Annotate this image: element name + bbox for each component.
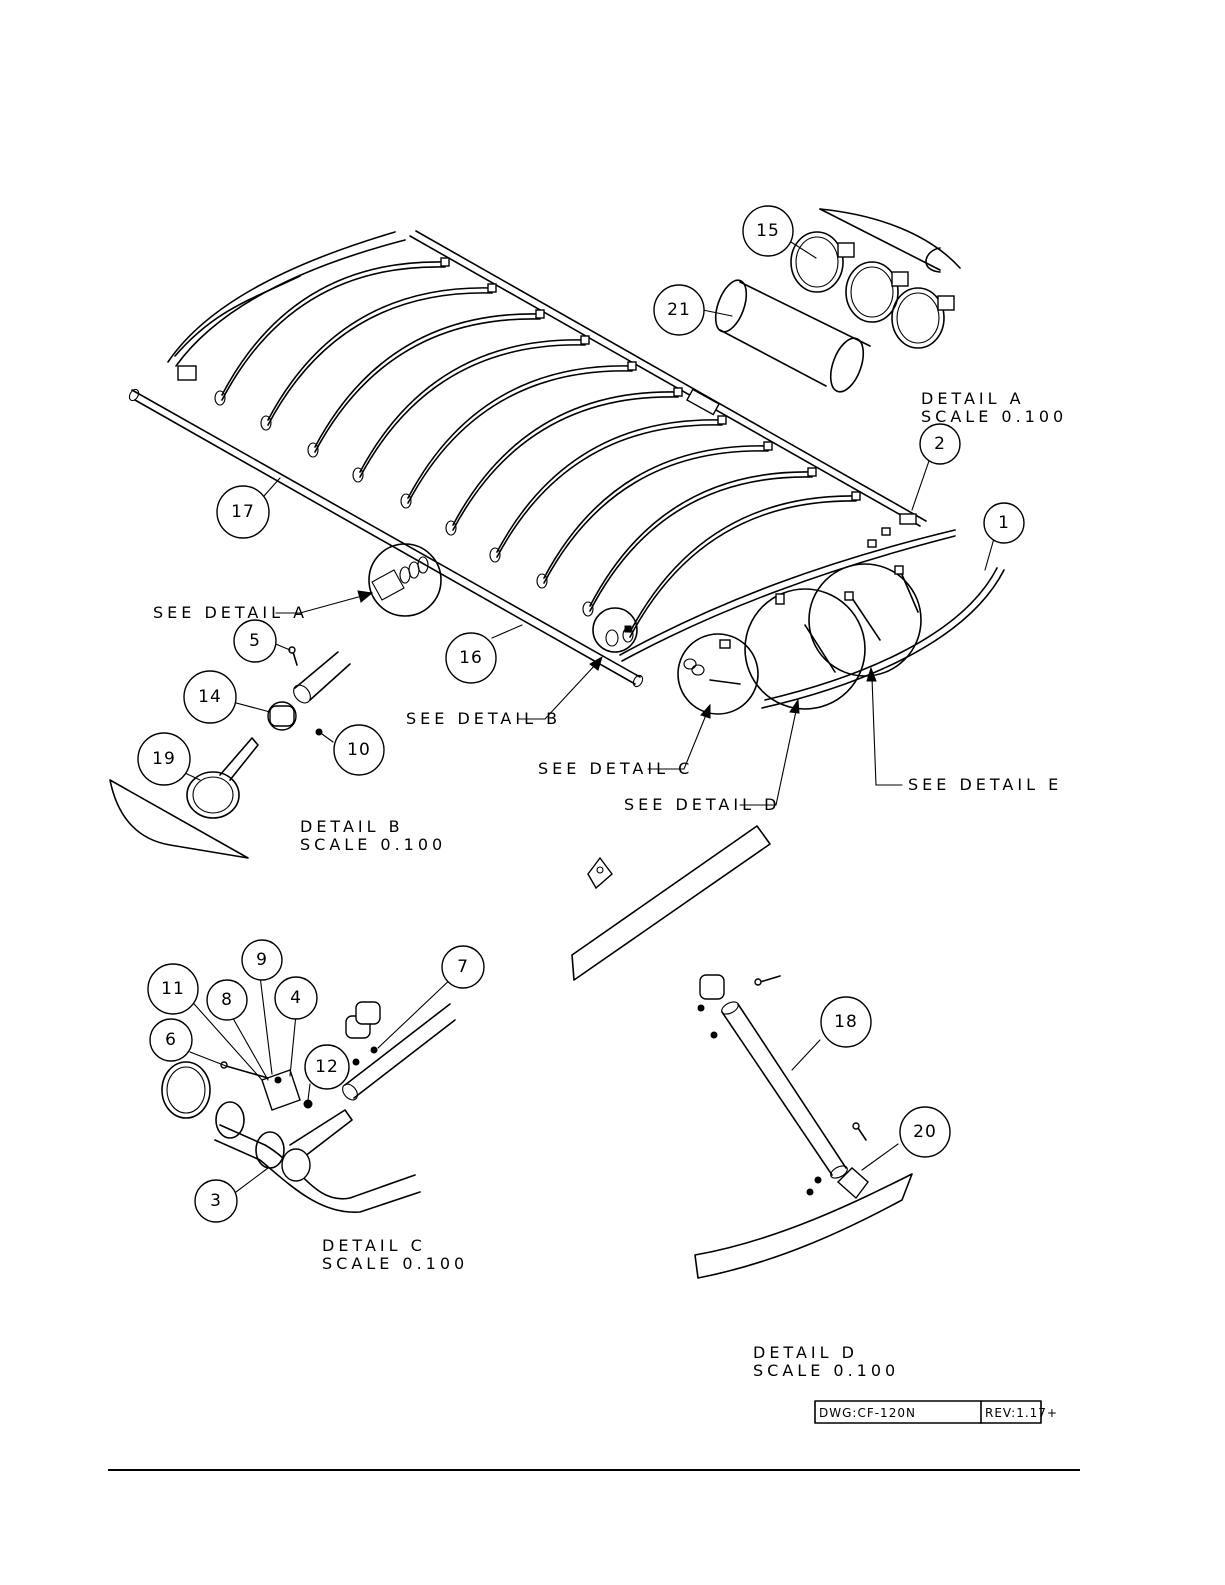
detail-d-title: DETAIL D [753, 1343, 858, 1362]
detail-b-scale: SCALE 0.100 [300, 835, 446, 854]
rib-bow [222, 267, 445, 400]
rib-bow [453, 397, 678, 530]
rib-bow [222, 262, 445, 395]
detail-labels: DETAIL A SCALE 0.100 DETAIL B SCALE 0.10… [300, 389, 1067, 1380]
balloon-15: 15 [743, 206, 793, 256]
rib-fitting [764, 442, 772, 450]
rib-bow [590, 472, 812, 606]
detail-d-scale: SCALE 0.100 [753, 1361, 899, 1380]
detail-c-title: DETAIL C [322, 1236, 426, 1255]
balloon-7: 7 [442, 946, 484, 988]
rib-bow [315, 319, 540, 452]
balloon-5: 5 [234, 620, 276, 662]
detail-circle-c [678, 634, 758, 714]
balloon-8: 8 [207, 980, 247, 1020]
detail-a-scale: SCALE 0.100 [921, 407, 1067, 426]
balloon-3: 3 [195, 1180, 237, 1222]
detail-circle-a [369, 544, 441, 616]
rib-fitting [852, 492, 860, 500]
balloon-18: 18 [821, 997, 871, 1047]
rib-bow [544, 446, 768, 578]
rib-bow [268, 288, 492, 420]
see-detail-b: SEE DETAIL B [406, 709, 561, 728]
balloon-6: 6 [150, 1019, 192, 1061]
svg-text:11: 11 [161, 979, 185, 999]
see-detail-c: SEE DETAIL C [538, 759, 693, 778]
balloon-19: 19 [138, 733, 190, 785]
rib-bow [408, 366, 632, 498]
rib-bow [408, 371, 632, 503]
rib-bow [497, 420, 722, 552]
detail-circle-b [593, 608, 637, 652]
svg-text:2: 2 [934, 434, 946, 454]
balloon-14: 14 [184, 671, 236, 723]
rib-fitting [628, 362, 636, 370]
balloon-21: 21 [654, 285, 704, 335]
leader-arrowheads [358, 591, 876, 718]
balloon-16: 16 [446, 633, 496, 683]
balloon-4: 4 [275, 977, 317, 1019]
rib-bow [453, 392, 678, 525]
detail-circle-d [745, 589, 865, 709]
rib-bow [315, 314, 540, 447]
svg-text:12: 12 [315, 1057, 339, 1077]
rib-fitting [674, 388, 682, 396]
see-detail-d: SEE DETAIL D [624, 795, 780, 814]
svg-text:21: 21 [667, 300, 691, 320]
balloon-20: 20 [900, 1107, 950, 1157]
rib-bow [360, 345, 585, 477]
balloon-11: 11 [148, 964, 198, 1014]
detail-circle-e [809, 564, 921, 676]
rib-fitting [581, 336, 589, 344]
revision: REV:1.17+ [985, 1406, 1058, 1420]
rib-fitting [536, 310, 544, 318]
rib-bow [268, 293, 492, 425]
detail-c-scale: SCALE 0.100 [322, 1254, 468, 1273]
rib-fitting [808, 468, 816, 476]
rib-fitting [488, 284, 496, 292]
svg-text:9: 9 [256, 950, 268, 970]
svg-text:16: 16 [459, 648, 483, 668]
rib-fitting [718, 416, 726, 424]
svg-text:10: 10 [347, 740, 371, 760]
svg-text:19: 19 [152, 749, 176, 769]
svg-text:14: 14 [198, 687, 222, 707]
detail-d-parts [572, 826, 912, 1278]
svg-text:7: 7 [457, 957, 469, 977]
detail-c-parts [162, 1002, 455, 1212]
svg-text:3: 3 [210, 1191, 222, 1211]
svg-text:20: 20 [913, 1122, 937, 1142]
rib-bow [497, 425, 722, 557]
svg-text:15: 15 [756, 221, 780, 241]
drawing-number: DWG:CF-120N [819, 1406, 916, 1420]
rib-bow [544, 451, 768, 583]
svg-text:6: 6 [165, 1030, 177, 1050]
svg-text:4: 4 [290, 988, 302, 1008]
rib-bows [215, 258, 860, 642]
see-detail-e: SEE DETAIL E [908, 775, 1062, 794]
svg-text:18: 18 [834, 1012, 858, 1032]
svg-text:8: 8 [221, 990, 233, 1010]
leader-lines [185, 235, 995, 1192]
detail-a-title: DETAIL A [921, 389, 1025, 408]
svg-text:5: 5 [249, 631, 261, 651]
balloon-2: 2 [920, 424, 960, 464]
balloon-10: 10 [334, 725, 384, 775]
svg-text:1: 1 [998, 513, 1010, 533]
balloon-9: 9 [242, 940, 282, 980]
balloon-17: 17 [217, 486, 269, 538]
balloon-12: 12 [305, 1045, 349, 1089]
rib-fitting [441, 258, 449, 266]
svg-text:17: 17 [231, 502, 255, 522]
detail-b-title: DETAIL B [300, 817, 404, 836]
balloon-1: 1 [984, 503, 1024, 543]
title-block: DWG:CF-120N REV:1.17+ [815, 1401, 1058, 1423]
see-detail-a: SEE DETAIL A [153, 603, 308, 622]
